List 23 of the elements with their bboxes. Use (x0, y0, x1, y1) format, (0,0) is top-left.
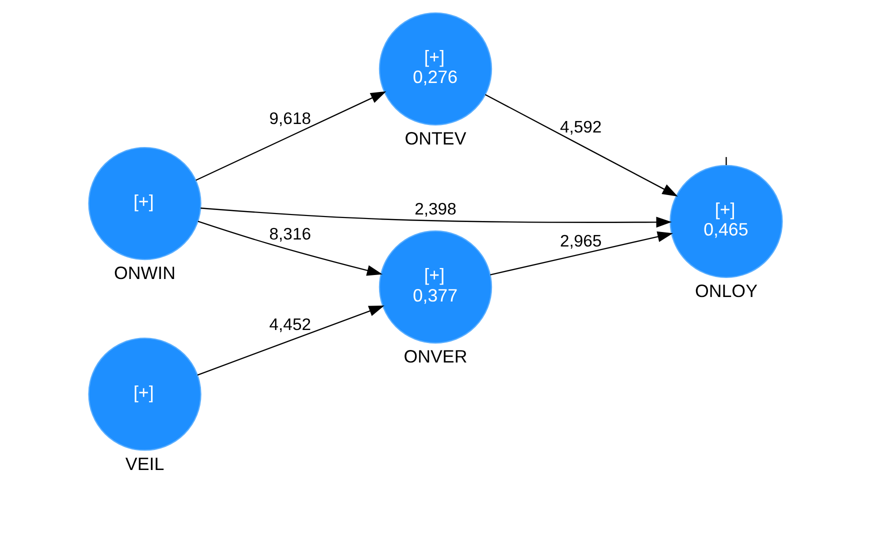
node-label: VEIL (124, 454, 164, 474)
arrow (195, 91, 386, 181)
arrow (490, 231, 673, 276)
edge-label: 2,398 (414, 200, 456, 219)
arrow (196, 306, 384, 376)
edge-label: 8,316 (268, 224, 310, 244)
edge-label: 9,618 (268, 108, 310, 128)
node-circle: [+] 0,276 (378, 12, 492, 126)
node-label: ONVER (403, 346, 467, 367)
node-circle: [+] 0,465 (669, 164, 782, 278)
node-label: ONWIN (114, 263, 176, 284)
edge-label: 4,452 (268, 315, 310, 334)
edge-label: 4,592 (560, 117, 602, 136)
edge-label: 2,965 (560, 232, 602, 251)
node-circle: [+] (88, 146, 201, 260)
connector (725, 157, 726, 166)
node-circle: [+] (88, 338, 201, 451)
node-circle: [+] 0,377 (378, 230, 492, 344)
node-label: ONLOY (694, 281, 757, 302)
arrow (484, 94, 678, 196)
arrow (200, 208, 672, 228)
arrow (197, 220, 382, 276)
node-label: ONTEV (404, 128, 466, 149)
